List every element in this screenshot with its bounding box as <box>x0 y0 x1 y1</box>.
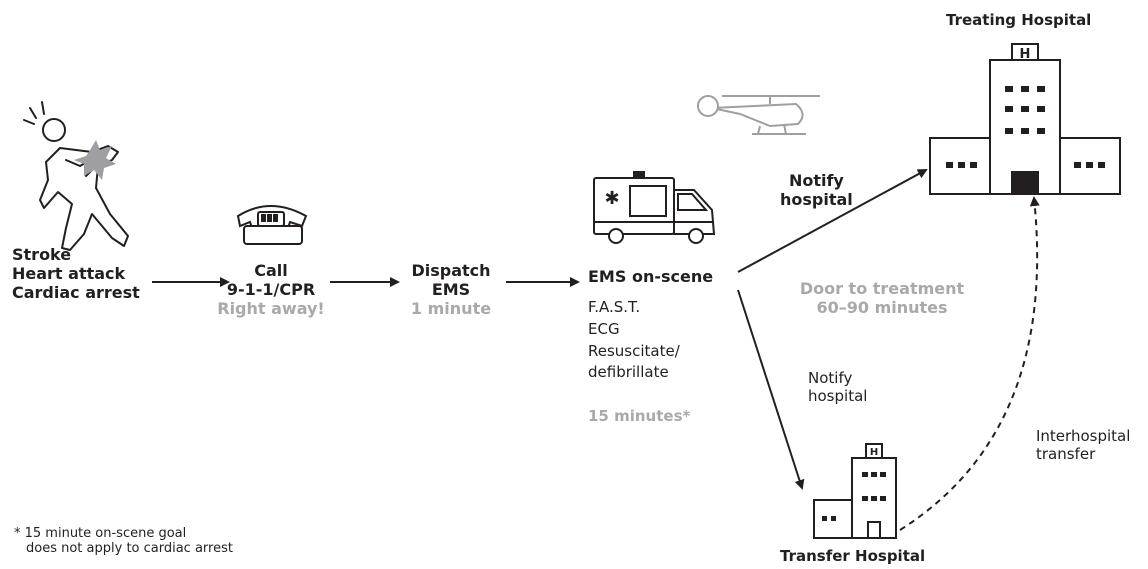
notify-upper-line2: hospital <box>780 189 853 209</box>
dispatch-step-time: 1 minute <box>410 298 492 318</box>
patient-label: Stroke Heart attack Cardiac arrest <box>12 245 140 303</box>
patient-figure-icon <box>23 101 129 251</box>
ems-task-ecg: ECG <box>588 319 620 338</box>
notify-upper-line1: Notify <box>788 171 844 190</box>
ems-step-time: 15 minutes* <box>588 407 691 425</box>
telephone-icon <box>236 205 308 245</box>
treating-hospital-windows <box>946 86 1105 168</box>
door-to-treatment-line1: Door to treatment <box>799 279 965 298</box>
door-to-treatment: Door to treatment 60–90 minutes <box>792 279 972 318</box>
ems-task-resuscitate: Resuscitate/ <box>588 341 680 360</box>
door-to-treatment-line2: 60–90 minutes <box>816 297 948 317</box>
notify-lower-line1: Notify <box>808 369 853 387</box>
footnote: * 15 minute on-scene goal does not apply… <box>14 526 233 557</box>
dispatch-step-subtitle: EMS <box>431 279 471 299</box>
notify-hospital-upper: Notify hospital <box>780 171 853 210</box>
ambulance-icon <box>593 171 716 244</box>
dispatch-step: Dispatch EMS 1 minute <box>396 261 506 319</box>
treating-hospital-label: Treating Hospital <box>946 11 1092 29</box>
patient-label-stroke: Stroke <box>12 245 72 264</box>
transfer-hospital-label: Transfer Hospital <box>780 547 926 565</box>
arrow-ems-to-transfer-hospital <box>737 289 805 490</box>
arrow-ems-to-treating-hospital <box>737 169 928 273</box>
call-step-time: Right away! <box>217 298 325 318</box>
notify-hospital-lower: Notify hospital <box>808 369 868 405</box>
dispatch-step-title: Dispatch <box>411 261 491 280</box>
notify-lower-line2: hospital <box>808 386 868 405</box>
footnote-line2: does not apply to cardiac arrest <box>26 541 233 557</box>
arrow-interhospital-transfer <box>899 196 1040 531</box>
transfer-hospital-sign: H <box>870 447 878 458</box>
call-step: Call 9-1-1/CPR Right away! <box>216 261 326 319</box>
interhospital-line2: transfer <box>1036 444 1096 463</box>
transfer-hospital-windows <box>822 472 886 521</box>
ems-step-tasks: F.A.S.T. ECG Resuscitate/ defibrillate <box>588 297 680 384</box>
interhospital-transfer-label: Interhospital transfer <box>1036 427 1131 463</box>
pain-burst-icon <box>74 140 116 180</box>
ems-task-fast: F.A.S.T. <box>588 298 641 316</box>
ems-task-defibrillate: defibrillate <box>588 363 669 382</box>
transfer-hospital-building-icon <box>813 443 897 539</box>
patient-label-cardiac-arrest: Cardiac arrest <box>12 282 140 302</box>
helicopter-icon <box>697 95 820 135</box>
call-step-title: Call <box>254 261 288 280</box>
call-step-number: 9-1-1/CPR <box>226 279 316 299</box>
patient-label-heart-attack: Heart attack <box>12 263 126 283</box>
ambulance-cross-icon: ✱ <box>604 188 619 209</box>
interhospital-line1: Interhospital <box>1036 427 1131 445</box>
treating-hospital-sign: H <box>1020 47 1031 62</box>
footnote-line1: * 15 minute on-scene goal <box>14 526 187 541</box>
treating-hospital-building-icon <box>929 43 1121 195</box>
ems-step-title: EMS on-scene <box>588 267 714 286</box>
